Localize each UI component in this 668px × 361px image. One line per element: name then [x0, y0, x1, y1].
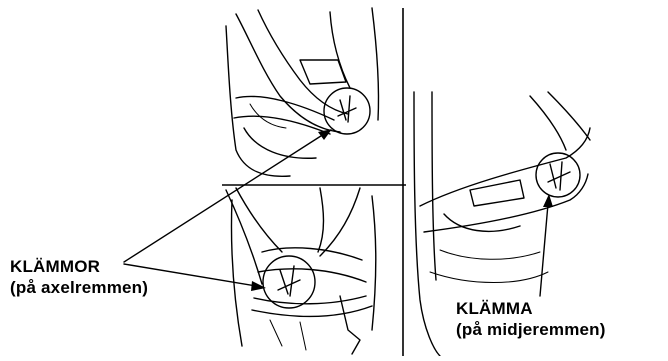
panel-lower-torso: [226, 188, 376, 354]
clamp-detail-waist: [548, 162, 570, 190]
clamp-highlight-shoulder-lower: [263, 256, 315, 308]
shoulder-clamps-note: (på axelremmen): [10, 277, 148, 298]
panel-upper-torso: [226, 8, 379, 176]
shoulder-clamps-label: KLÄMMOR (på axelremmen): [10, 256, 148, 298]
clamp-detail-lower: [278, 266, 300, 296]
shoulder-clamps-title: KLÄMMOR: [10, 256, 148, 277]
clamp-detail-upper: [338, 96, 356, 122]
arrow-waist: [540, 204, 548, 296]
waist-clamp-title: KLÄMMA: [456, 298, 606, 319]
clamp-highlight-shoulder-upper: [324, 88, 370, 134]
waist-clamp-label: KLÄMMA (på midjeremmen): [456, 298, 606, 340]
waist-clamp-note: (på midjeremmen): [456, 319, 606, 340]
arrow-shoulder-upper: [124, 134, 324, 262]
callout-arrows: [124, 129, 553, 296]
